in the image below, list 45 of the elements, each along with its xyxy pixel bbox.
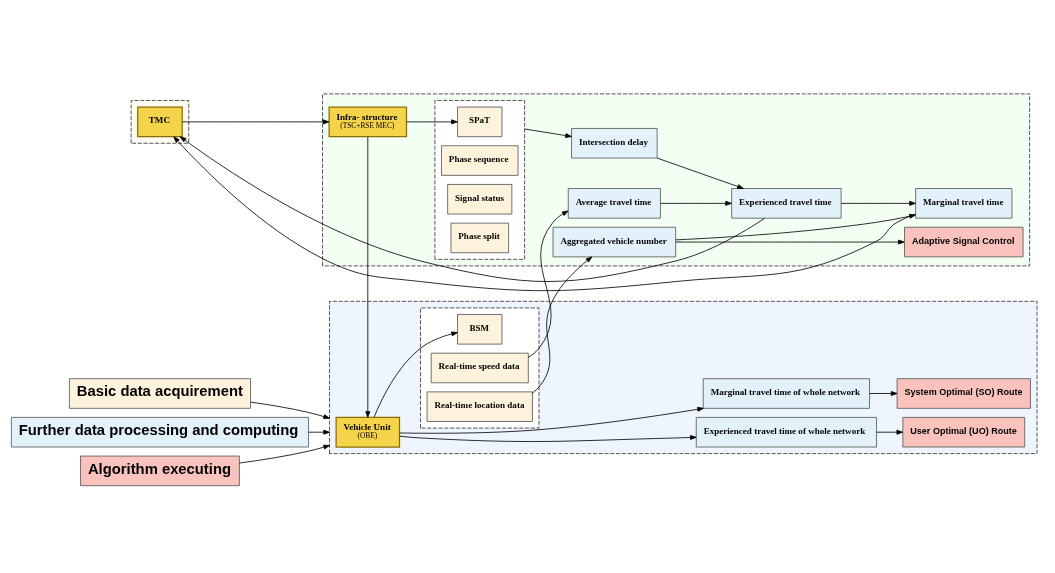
node-box: Experienced travel time <box>731 188 842 219</box>
arrow <box>840 200 916 206</box>
cluster <box>329 300 1038 454</box>
node-box: Signal status <box>447 184 513 215</box>
node-box: Real-time location data <box>426 391 533 422</box>
arrow <box>406 119 458 125</box>
node-box: Experienced travel time of whole network <box>695 416 877 448</box>
arrow <box>250 401 330 419</box>
arrow <box>399 435 697 442</box>
node-box: System Optimal (SO) Route <box>896 378 1031 409</box>
arrow <box>365 136 371 418</box>
arrow <box>532 256 593 394</box>
node-box: BSM <box>457 314 503 345</box>
arrow <box>656 157 744 189</box>
cluster <box>420 307 540 429</box>
arrow <box>182 119 330 125</box>
node-box: Marginal travel time of whole network <box>702 378 870 409</box>
node-box: Average travel time <box>567 188 661 219</box>
node-box: Infra- structure (TSC+RSE MEC) <box>328 106 408 138</box>
arrow <box>308 429 330 435</box>
arrow <box>660 200 732 206</box>
node-box: Algorithm executing <box>80 455 240 487</box>
arrow <box>373 331 458 418</box>
arrow <box>527 210 569 358</box>
node-box: Phase split <box>450 222 509 254</box>
arrow <box>399 406 704 434</box>
node-box: Vehicle Unit (OBE) <box>335 416 401 448</box>
node-box: Intersection delay <box>571 128 658 159</box>
cluster <box>434 100 526 260</box>
node-box: SPaT <box>457 106 503 138</box>
node-box: Marginal travel time <box>915 188 1013 219</box>
node-box: Adaptive Signal Control <box>904 226 1024 258</box>
node-box: Phase sequence <box>441 145 519 176</box>
arrow <box>876 429 904 435</box>
node-box: User Optimal (UO) Route <box>902 416 1026 448</box>
node-box: Real-time speed data <box>430 352 529 384</box>
arrow <box>675 239 905 245</box>
node-box: Basic data acquirement <box>69 378 251 409</box>
node-box: TMC <box>137 106 183 138</box>
arrow <box>524 128 572 138</box>
node-box: Further data processing and computing <box>10 416 309 448</box>
arrow <box>239 444 330 464</box>
node-box: Aggregated vehicle number <box>552 226 677 258</box>
arrow <box>179 136 765 282</box>
arrow <box>869 391 898 396</box>
